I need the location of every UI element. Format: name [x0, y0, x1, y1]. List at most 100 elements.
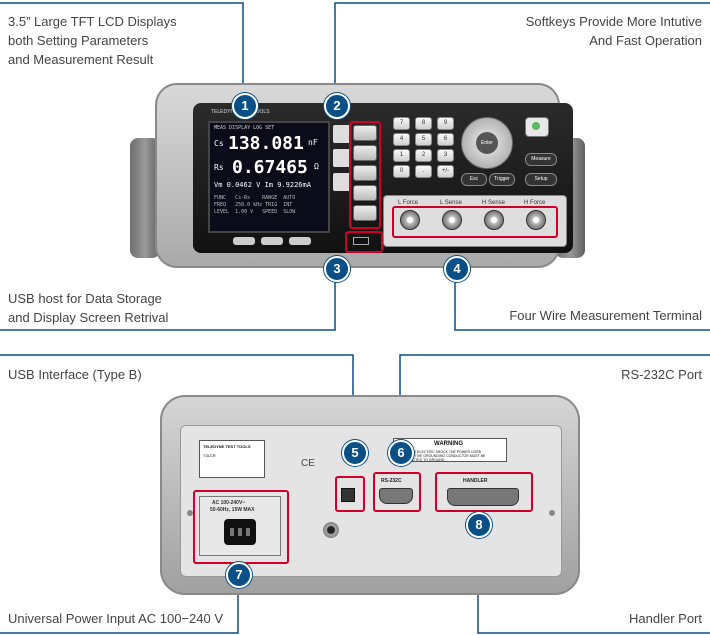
softkey-4[interactable] [353, 185, 377, 201]
handler-connector[interactable] [447, 488, 519, 506]
bnc-l-force-icon[interactable] [400, 210, 420, 230]
warning-title: WARNING [434, 441, 463, 447]
bnc-l-sense-icon[interactable] [442, 210, 462, 230]
caption-usb-host: USB host for Data Storage and Display Sc… [8, 289, 168, 327]
badge-6: 6 [388, 440, 414, 466]
front-panel-image: TELEDYNE TEST TOOLS MEAS DISPLAY LOG SET… [130, 83, 585, 273]
ce-mark: CE [301, 458, 315, 469]
highlight-handler [435, 472, 533, 512]
iec-power-socket-icon[interactable] [224, 519, 256, 545]
key-plus-minus[interactable]: +/- [437, 165, 454, 178]
navigation-dpad[interactable]: Enter [461, 117, 513, 169]
leader-line-3 [0, 280, 336, 331]
softkey-3[interactable] [353, 165, 377, 181]
lcd-tabs: MEAS DISPLAY LOG SET [214, 125, 275, 131]
screw-icon [549, 510, 555, 516]
lcd-secondary-label: Rs [214, 163, 224, 172]
caption-line: both Setting Parameters [8, 33, 149, 48]
caption-softkeys: Softkeys Provide More Intutive And Fast … [526, 12, 702, 50]
bnc-h-force-icon[interactable] [526, 210, 546, 230]
screw-icon [187, 510, 193, 516]
enter-button[interactable]: Enter [476, 132, 498, 154]
lcd-primary-unit: nF [308, 138, 318, 147]
badge-4: 4 [444, 256, 470, 282]
rs232-connector[interactable] [379, 488, 413, 504]
softkey-5[interactable] [353, 205, 377, 221]
lcd-softlabel [333, 173, 351, 191]
handler-label: HANDLER [463, 478, 488, 484]
key-4[interactable]: 4 [393, 133, 410, 146]
bottom-softkey-3[interactable] [289, 237, 311, 245]
caption-line: USB host for Data Storage [8, 291, 162, 306]
rear-panel-image: TELEDYNE TEST TOOLS T3LCR CE WARNING TO … [160, 395, 580, 595]
highlight-softkeys [349, 121, 381, 229]
bnc-h-sense-icon[interactable] [484, 210, 504, 230]
caption-usb-interface: USB Interface (Type B) [8, 365, 142, 384]
lcd-secondary-unit: Ω [314, 162, 319, 171]
lcd-primary-label: Cs [214, 139, 224, 148]
key-8[interactable]: 8 [415, 117, 432, 130]
socket-pin [230, 528, 234, 536]
badge-7: 7 [226, 562, 252, 588]
key-3[interactable]: 3 [437, 149, 454, 162]
caption-handler-port: Handler Port [629, 609, 702, 628]
key-0[interactable]: 0 [393, 165, 410, 178]
key-6[interactable]: 6 [437, 133, 454, 146]
highlight-usb-host [345, 231, 383, 253]
power-rating-1: AC 100-240V~ [212, 500, 246, 506]
socket-pin [246, 528, 250, 536]
leader-line-1 [0, 2, 244, 105]
lcd-screen: MEAS DISPLAY LOG SET Cs 138.081 nF Rs 0.… [208, 121, 330, 233]
measure-button[interactable]: Measure [525, 153, 557, 166]
power-indicator-icon [532, 122, 540, 130]
trigger-button[interactable]: Trigger [489, 173, 515, 186]
nameplate: TELEDYNE TEST TOOLS T3LCR [199, 440, 265, 478]
usb-type-b-port[interactable] [341, 488, 355, 502]
caption-line: Universal Power Input AC 100−240 V [8, 611, 223, 626]
caption-lcd-display: 3.5” Large TFT LCD Displays both Setting… [8, 12, 177, 69]
terminal-panel: L Force L Sense H Sense H Force [383, 195, 567, 247]
front-chassis: TELEDYNE TEST TOOLS MEAS DISPLAY LOG SET… [155, 83, 573, 268]
lcd-parameters: FUNC Cs-Rs RANGE AUTO FREQ 250.0 kHz TRI… [214, 195, 296, 215]
caption-line: 3.5” Large TFT LCD Displays [8, 14, 177, 29]
ground-terminal-icon[interactable] [323, 522, 339, 538]
rear-face: TELEDYNE TEST TOOLS T3LCR CE WARNING TO … [180, 425, 562, 577]
key-5[interactable]: 5 [415, 133, 432, 146]
lcd-secondary-value: 0.67465 [232, 157, 308, 178]
caption-line: Handler Port [629, 611, 702, 626]
power-button[interactable] [525, 117, 549, 137]
caption-line: and Display Screen Retrival [8, 310, 169, 325]
terminal-label-h-sense: H Sense [482, 200, 506, 206]
caption-line: and Measurement Result [8, 52, 154, 67]
lcd-primary-value: 138.081 [228, 133, 304, 154]
key-9[interactable]: 9 [437, 117, 454, 130]
socket-pin [238, 528, 242, 536]
leader-line-2 [334, 2, 710, 100]
key-7[interactable]: 7 [393, 117, 410, 130]
badge-5: 5 [342, 440, 368, 466]
softkey-2[interactable] [353, 145, 377, 161]
power-rating-2: 50-60Hz, 15W MAX [210, 507, 255, 513]
badge-8: 8 [466, 512, 492, 538]
terminal-label-h-force: H Force [524, 200, 546, 206]
badge-2: 2 [324, 93, 350, 119]
rs232-label: RS-232C [381, 478, 402, 484]
key-1[interactable]: 1 [393, 149, 410, 162]
terminal-label-l-sense: L Sense [440, 200, 462, 206]
caption-line: RS-232C Port [621, 367, 702, 382]
caption-four-wire: Four Wire Measurement Terminal [509, 306, 702, 325]
key-decimal[interactable]: . [415, 165, 432, 178]
bottom-softkey-2[interactable] [261, 237, 283, 245]
esc-button[interactable]: Esc [461, 173, 487, 186]
key-2[interactable]: 2 [415, 149, 432, 162]
front-bezel: TELEDYNE TEST TOOLS MEAS DISPLAY LOG SET… [193, 103, 573, 253]
caption-power-input: Universal Power Input AC 100−240 V [8, 609, 223, 628]
softkey-1[interactable] [353, 125, 377, 141]
nameplate-model: T3LCR [203, 453, 216, 458]
usb-host-port[interactable] [353, 237, 369, 245]
rear-chassis: TELEDYNE TEST TOOLS T3LCR CE WARNING TO … [160, 395, 580, 595]
setup-button[interactable]: Setup [525, 173, 557, 186]
bottom-softkey-1[interactable] [233, 237, 255, 245]
caption-line: Softkeys Provide More Intutive [525, 14, 702, 29]
